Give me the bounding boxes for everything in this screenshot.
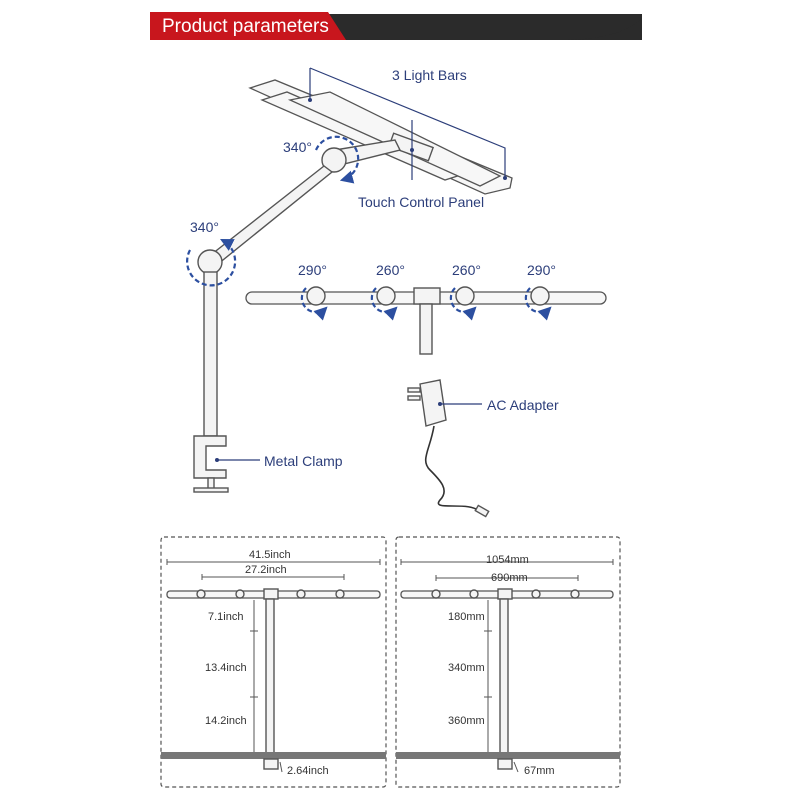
metal-clamp xyxy=(193,435,227,479)
rotation-bar-1: 290° xyxy=(298,262,327,278)
rotation-bar-2: 260° xyxy=(376,262,405,278)
dim-mm-seg-top: 180mm xyxy=(448,611,485,623)
dim-mm-total-width: 1054mm xyxy=(486,554,529,566)
dim-inch-total-width: 41.5inch xyxy=(249,549,291,561)
ac-adapter-illustration xyxy=(407,379,490,518)
lower-rotation-arrow xyxy=(186,238,237,287)
lamp-pole xyxy=(203,271,218,437)
dim-inch-inner-width: 27.2inch xyxy=(245,564,287,576)
dimension-panel-inch xyxy=(160,536,387,788)
rotation-upper-label: 340° xyxy=(283,139,312,155)
upper-rotation-arrow xyxy=(314,135,360,184)
dim-inch-seg-top: 7.1inch xyxy=(208,611,243,623)
label-light-bars: 3 Light Bars xyxy=(392,67,467,83)
header-title: Product parameters xyxy=(162,16,329,37)
dimension-panel-mm xyxy=(395,536,621,788)
lower-joint xyxy=(197,249,223,275)
dim-inch-seg-mid: 13.4inch xyxy=(205,662,247,674)
dim-mm-seg-mid: 340mm xyxy=(448,662,485,674)
dim-mm-seg-low: 360mm xyxy=(448,715,485,727)
lamp-illustration xyxy=(186,67,513,493)
dim-inch-seg-low: 14.2inch xyxy=(205,715,247,727)
header-red-tab xyxy=(150,12,346,40)
label-touch-panel: Touch Control Panel xyxy=(358,194,484,210)
dim-inch-clamp: 2.64inch xyxy=(287,765,329,777)
label-ac-adapter: AC Adapter xyxy=(487,397,559,413)
rotation-bar-4: 290° xyxy=(527,262,556,278)
dim-mm-inner-width: 690mm xyxy=(491,572,528,584)
header-banner: Product parameters xyxy=(150,12,642,40)
rotation-lower-label: 340° xyxy=(190,219,219,235)
touch-control-panel xyxy=(387,132,435,162)
dim-mm-clamp: 67mm xyxy=(524,765,555,777)
bars-top-view xyxy=(245,286,607,355)
label-metal-clamp: Metal Clamp xyxy=(264,453,343,469)
main-arm xyxy=(211,165,334,266)
upper-joint xyxy=(321,147,347,173)
rotation-bar-3: 260° xyxy=(452,262,481,278)
